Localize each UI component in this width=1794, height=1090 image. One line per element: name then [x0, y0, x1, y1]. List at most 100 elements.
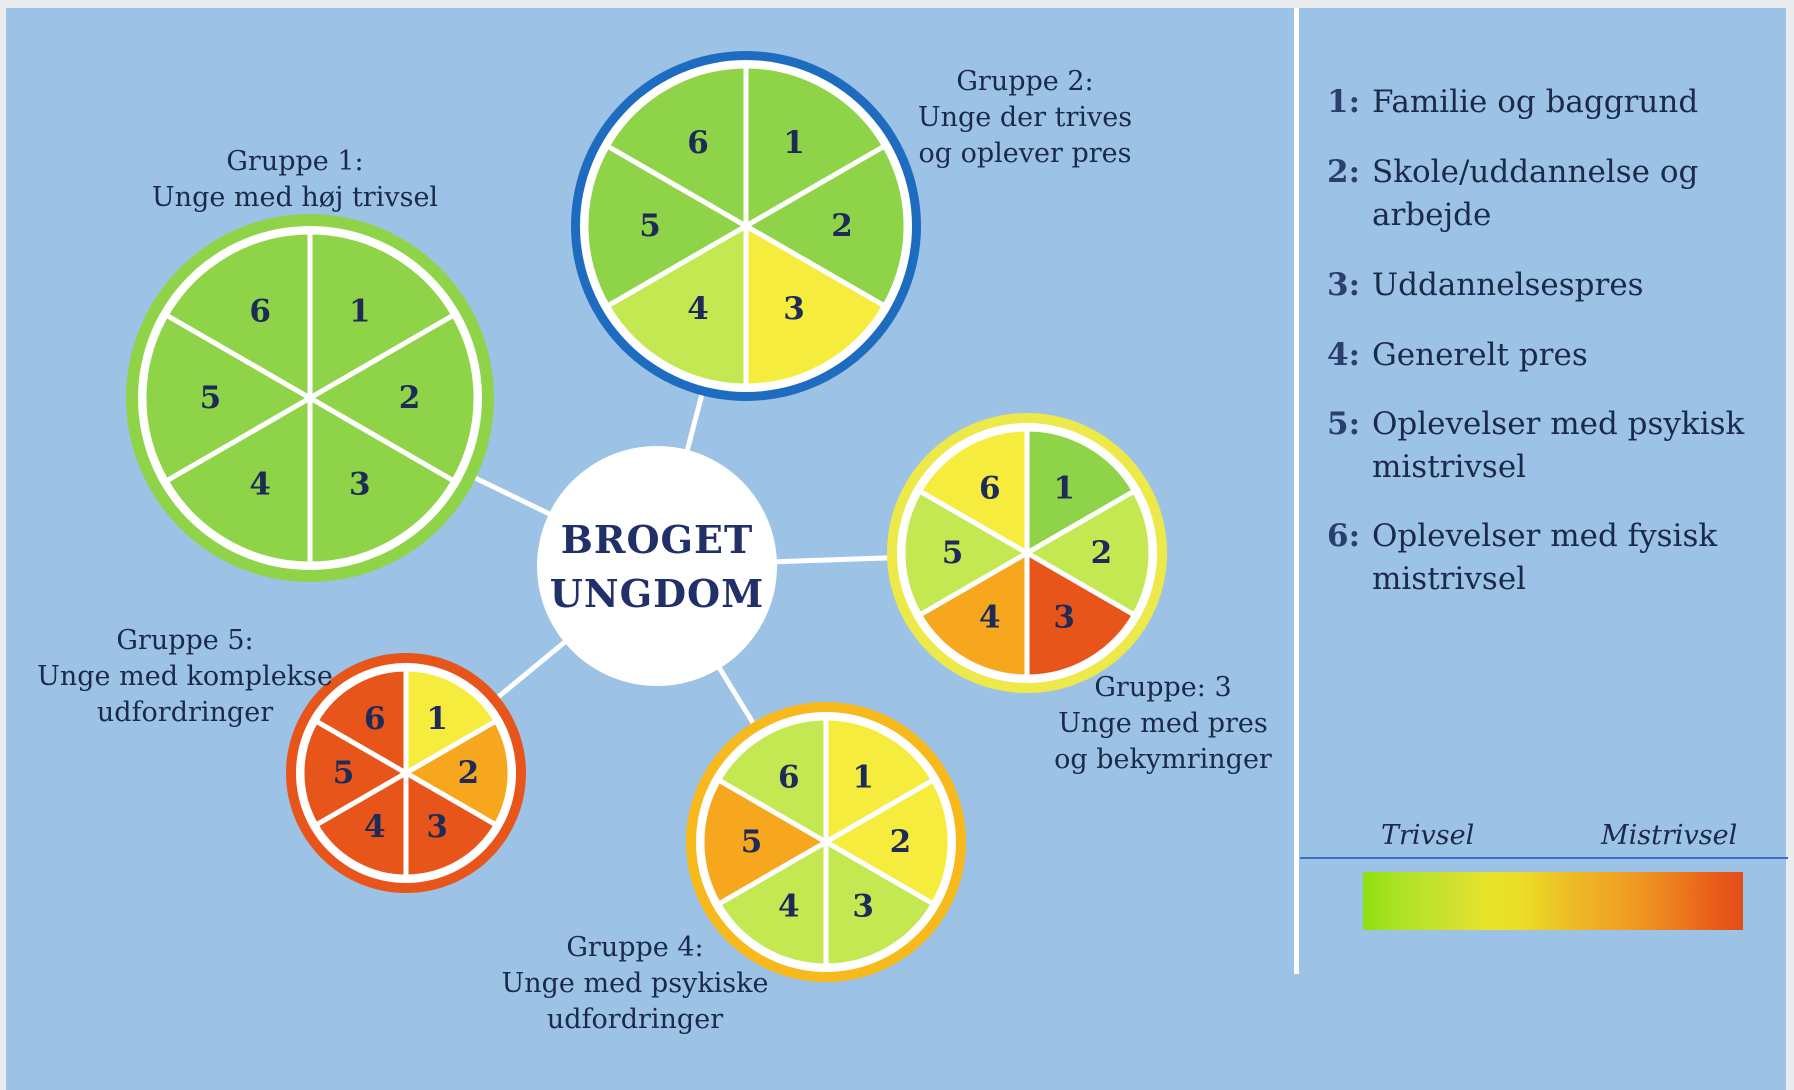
- segment-number-6: 6: [364, 701, 386, 737]
- wheel-segment-5: [900, 488, 1030, 618]
- wheel-segment-1: [1024, 426, 1137, 556]
- center-title-line1: BROGET: [560, 517, 754, 562]
- legend-item-6: 6: Oplevelser med fysisk mistrivsel: [1327, 515, 1767, 601]
- segment-number-3: 3: [852, 888, 874, 924]
- segment-number-4: 4: [364, 809, 386, 845]
- group-2-label: Gruppe 2: Unge der trives og oplever pre…: [915, 64, 1135, 172]
- wheel-segment-3: [307, 395, 457, 567]
- panel-divider: [1294, 8, 1299, 974]
- segment-number-1: 1: [852, 760, 874, 796]
- group-4-subtitle-2: udfordringer: [546, 1004, 724, 1035]
- legend-item-1: 1: Familie og baggrund: [1327, 81, 1767, 124]
- group-2-title: Gruppe 2:: [956, 66, 1094, 97]
- wheel-segment-2: [307, 312, 479, 484]
- segment-number-2: 2: [399, 380, 421, 416]
- wheel-segment-6: [163, 229, 313, 401]
- scale-label-trivsel: Trivsel: [1381, 820, 1475, 851]
- wheel-segment-6: [917, 426, 1030, 556]
- legend-item-5-number: 5:: [1327, 406, 1361, 442]
- legend-item-4-text: Generelt pres: [1372, 337, 1588, 373]
- wheel-segment-1: [743, 63, 888, 229]
- segment-number-4: 4: [249, 466, 271, 502]
- wheel-segment-4: [604, 223, 749, 389]
- wheel-segment-1: [403, 666, 499, 776]
- wheel-segment-6: [604, 63, 749, 229]
- segment-number-5: 5: [741, 824, 763, 860]
- segment-number-2: 2: [1091, 535, 1113, 571]
- wheel-segment-3: [743, 223, 888, 389]
- segment-number-4: 4: [979, 599, 1001, 635]
- legend-item-2: 2: Skole/uddannelse og arbejde: [1327, 151, 1767, 237]
- segment-number-5: 5: [639, 208, 661, 244]
- legend-item-2-number: 2:: [1327, 154, 1361, 190]
- legend-item-5-text: Oplevelser med psykisk mistrivsel: [1372, 406, 1745, 485]
- wheel-segment-2: [1024, 488, 1154, 618]
- segment-number-2: 2: [890, 824, 912, 860]
- scale-label-mistrivsel: Mistrivsel: [1601, 820, 1738, 851]
- group-2-subtitle-1: Unge der trives: [917, 102, 1133, 133]
- group-5-label: Gruppe 5: Unge med komplekse udfordringe…: [35, 623, 335, 731]
- segment-number-6: 6: [979, 471, 1001, 507]
- group-5-title: Gruppe 5:: [116, 625, 254, 656]
- wheel-segment-5: [583, 143, 749, 309]
- wheel-segment-5: [141, 312, 313, 484]
- segment-number-6: 6: [249, 294, 271, 330]
- segment-number-4: 4: [687, 291, 709, 327]
- segment-number-5: 5: [200, 380, 222, 416]
- legend-item-2-text: Skole/uddannelse og arbejde: [1372, 154, 1699, 233]
- group-2-subtitle-2: og oplever pres: [918, 138, 1132, 169]
- group-4-wheel: 123 456: [686, 702, 966, 982]
- wheel-segment-5: [299, 718, 409, 828]
- wheel-segment-3: [1024, 550, 1137, 680]
- center-title-line2: UNGDOM: [549, 571, 765, 616]
- wheel-segment-2: [403, 718, 513, 828]
- wheel-segment-3: [823, 839, 936, 969]
- segment-number-6: 6: [778, 760, 800, 796]
- group-5-subtitle-1: Unge med komplekse: [37, 661, 333, 692]
- group-4-subtitle-1: Unge med psykiske: [501, 968, 769, 999]
- segment-number-1: 1: [349, 294, 371, 330]
- legend-item-1-text: Familie og baggrund: [1372, 84, 1699, 120]
- segment-number-1: 1: [426, 701, 448, 737]
- legend-item-3: 3: Uddannelsespres: [1327, 264, 1767, 307]
- segment-number-2: 2: [458, 755, 480, 791]
- wheel-segment-6: [313, 666, 409, 776]
- group-1-title: Gruppe 1:: [226, 146, 364, 177]
- segment-number-4: 4: [778, 888, 800, 924]
- legend-item-4-number: 4:: [1327, 337, 1361, 373]
- segment-number-1: 1: [1053, 471, 1075, 507]
- wheel-segment-4: [163, 395, 313, 567]
- scale-line: [1300, 857, 1788, 859]
- wheel-segment-6: [716, 715, 829, 845]
- scale-gradient-bar: [1363, 872, 1743, 930]
- segment-number-6: 6: [687, 125, 709, 161]
- wheel-segment-5: [699, 777, 829, 907]
- segment-number-3: 3: [783, 291, 805, 327]
- segment-number-1: 1: [783, 125, 805, 161]
- segment-number-3: 3: [349, 466, 371, 502]
- group-3-title: Gruppe: 3: [1094, 672, 1232, 703]
- center-title: BROGET UNGDOM: [537, 456, 777, 678]
- legend-item-5: 5: Oplevelser med psykisk mistrivsel: [1327, 403, 1767, 489]
- group-5-subtitle-2: udfordringer: [96, 697, 274, 728]
- segment-number-5: 5: [942, 535, 964, 571]
- group-1-wheel: 1 2 3 4 5 6: [126, 214, 494, 582]
- legend-item-3-text: Uddannelsespres: [1372, 267, 1644, 303]
- wheel-segment-4: [313, 770, 409, 880]
- group-4-label: Gruppe 4: Unge med psykiske udfordringer: [490, 930, 780, 1038]
- wheel-segment-2: [743, 143, 909, 309]
- wheel-segment-2: [823, 777, 953, 907]
- wheel-segment-3: [403, 770, 499, 880]
- wheel-segment-1: [823, 715, 936, 845]
- wheel-segment-4: [917, 550, 1030, 680]
- segment-number-3: 3: [426, 809, 448, 845]
- group-1-label: Gruppe 1: Unge med høj trivsel: [145, 144, 445, 216]
- segment-number-3: 3: [1053, 599, 1075, 635]
- wheel-segment-4: [716, 839, 829, 969]
- group-4-title: Gruppe 4:: [566, 932, 704, 963]
- legend-item-3-number: 3:: [1327, 267, 1361, 303]
